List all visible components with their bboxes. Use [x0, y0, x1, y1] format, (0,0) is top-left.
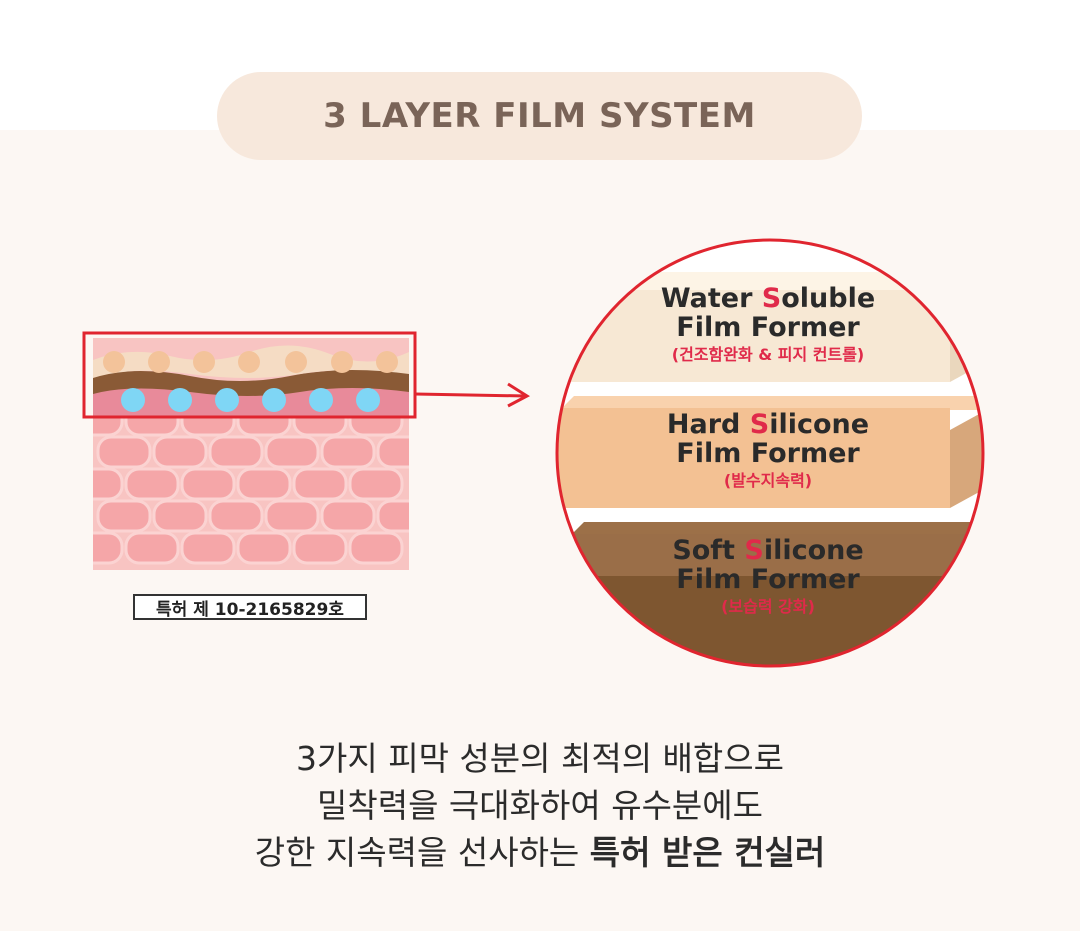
- layer-label-water: Water Soluble Film Former (건조함완화 & 피지 컨트…: [608, 284, 928, 368]
- layer-name-line2: Film Former: [676, 438, 860, 469]
- layer-name-line2: Film Former: [676, 312, 860, 343]
- layer-note-water: (건조함완화 & 피지 컨트롤): [671, 345, 865, 364]
- title-pill: 3 LAYER FILM SYSTEM: [217, 72, 862, 160]
- page-title: 3 LAYER FILM SYSTEM: [323, 96, 756, 136]
- layer-water-side: [950, 270, 983, 382]
- layer-note-soft: (보습력 강화): [721, 597, 815, 616]
- layer-water-front: [560, 290, 950, 382]
- caption-line-3: 강한 지속력을 선사하는 특허 받은 컨실러: [254, 833, 826, 872]
- arrow-icon: [414, 382, 530, 408]
- layer-soft-top: [570, 522, 983, 536]
- caption-line-1: 3가지 피막 성분의 최적의 배합으로: [296, 739, 784, 778]
- layer-name-line2: Film Former: [676, 564, 860, 595]
- magnifier-border: [555, 238, 985, 668]
- caption: 3가지 피막 성분의 최적의 배합으로 밀착력을 극대화하여 유수분에도 강한 …: [0, 735, 1080, 876]
- layer-hard-front: [557, 408, 950, 508]
- skin-illustration: [93, 338, 409, 570]
- layer-hard-top: [560, 396, 983, 410]
- layer-note-hard: (발수지속력): [723, 471, 813, 490]
- skin-top-brown-layer: [93, 369, 409, 396]
- caption-line-2: 밀착력을 극대화하여 유수분에도: [316, 786, 764, 825]
- layer-soft-front: [557, 534, 983, 584]
- highlight-box: [82, 331, 417, 419]
- moisture-dots: [121, 388, 380, 412]
- layer-label-hard: Hard Silicone Film Former (발수지속력): [608, 410, 928, 494]
- layer-label-soft: Soft Silicone Film Former (보습력 강화): [608, 536, 928, 620]
- oil-dots: [103, 351, 398, 373]
- patent-badge: 특허 제 10-2165829호: [133, 594, 367, 620]
- layer-water-top: [566, 272, 983, 290]
